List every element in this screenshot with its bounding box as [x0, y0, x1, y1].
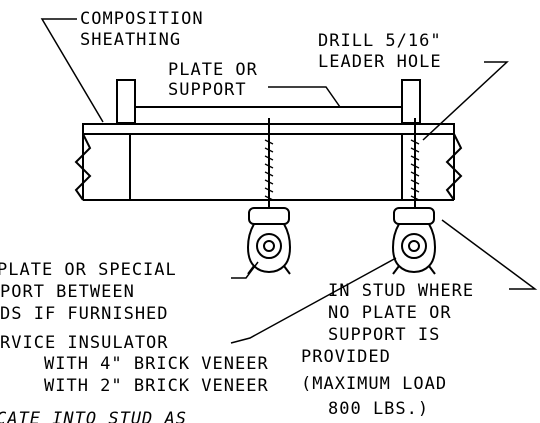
- label-stud-line5: (MAXIMUM LOAD: [301, 374, 447, 394]
- leader-in-stud: [441, 219, 538, 290]
- left-insulator: [247, 207, 291, 275]
- label-special-line2: PORT BETWEEN: [0, 282, 135, 302]
- screw-threads: [264, 139, 420, 201]
- label-service-line3: WITH 2" BRICK VENEER: [44, 376, 269, 396]
- left-post: [116, 79, 136, 124]
- label-composition-line2: SHEATHING: [80, 30, 181, 50]
- leader-plate: [268, 86, 341, 108]
- leader-sheathing: [40, 18, 104, 123]
- label-special-line1: PLATE OR SPECIAL: [0, 260, 177, 280]
- label-drill-line1: DRILL 5/16": [318, 31, 442, 51]
- label-stud-line4: PROVIDED: [301, 347, 391, 367]
- leader-lines: [40, 18, 538, 344]
- right-insulator: [392, 207, 436, 275]
- label-service-line2: WITH 4" BRICK VENEER: [44, 354, 269, 374]
- label-stud-line6: 800 LBS.): [328, 399, 429, 419]
- label-plate-line2: SUPPORT: [168, 80, 247, 100]
- leader-drill: [422, 61, 509, 141]
- structure-lines: [74, 79, 463, 214]
- label-bottom-cut: CATE INTO STUD AS: [0, 409, 187, 423]
- label-special-line3: DS IF FURNISHED: [0, 304, 169, 324]
- label-stud-line2: NO PLATE OR: [328, 303, 452, 323]
- label-plate-line1: PLATE OR: [168, 60, 258, 80]
- leader-service-insulator: [230, 257, 397, 344]
- leader-special-plate: [231, 261, 259, 279]
- label-composition-line1: COMPOSITION: [80, 9, 204, 29]
- label-service-line1: RVICE INSULATOR: [0, 333, 169, 353]
- label-stud-line1: IN STUD WHERE: [328, 281, 474, 301]
- label-stud-line3: SUPPORT IS: [328, 325, 440, 345]
- label-drill-line2: LEADER HOLE: [318, 52, 442, 72]
- right-post: [401, 79, 421, 124]
